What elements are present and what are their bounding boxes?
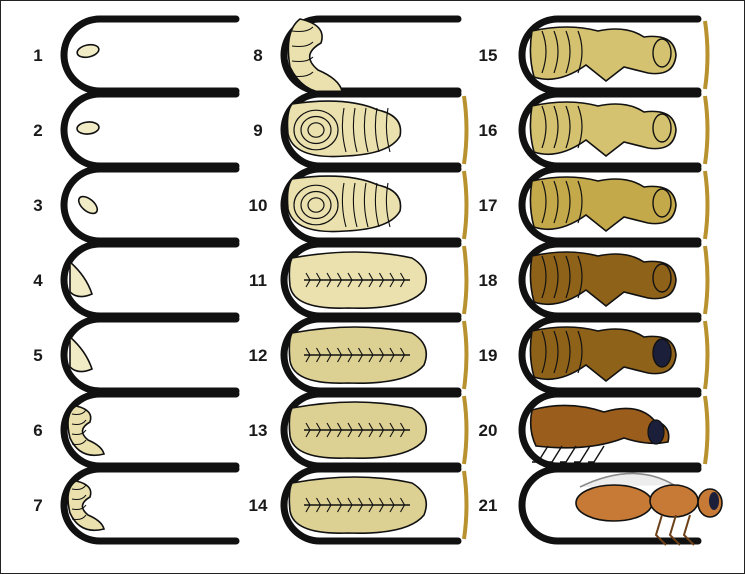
stage-label: 4: [33, 271, 43, 290]
stage-label: 20: [479, 421, 498, 440]
stage-label: 17: [479, 196, 498, 215]
stage-label: 1: [33, 46, 42, 65]
stage-label: 14: [249, 496, 268, 515]
stage-label: 5: [33, 346, 42, 365]
stage-label: 19: [479, 346, 498, 365]
bee-abdomen: [576, 485, 652, 521]
stage-label: 8: [253, 46, 262, 65]
stage-label: 10: [249, 196, 268, 215]
stage-label: 18: [479, 271, 498, 290]
stage-label: 16: [479, 121, 498, 140]
pupa-eye: [653, 339, 671, 367]
stage-label: 9: [253, 121, 262, 140]
bee-thorax: [650, 485, 698, 517]
pupa-eye: [648, 420, 664, 444]
stage-label: 7: [33, 496, 42, 515]
bee-eye: [709, 492, 719, 510]
stage-label: 15: [479, 46, 498, 65]
stage-label: 11: [249, 271, 267, 290]
stage-label: 13: [249, 421, 268, 440]
stage-label: 21: [479, 496, 498, 515]
stage-label: 3: [33, 196, 42, 215]
stage-label: 12: [249, 346, 268, 365]
stage-label: 6: [33, 421, 42, 440]
stage-label: 2: [33, 121, 42, 140]
